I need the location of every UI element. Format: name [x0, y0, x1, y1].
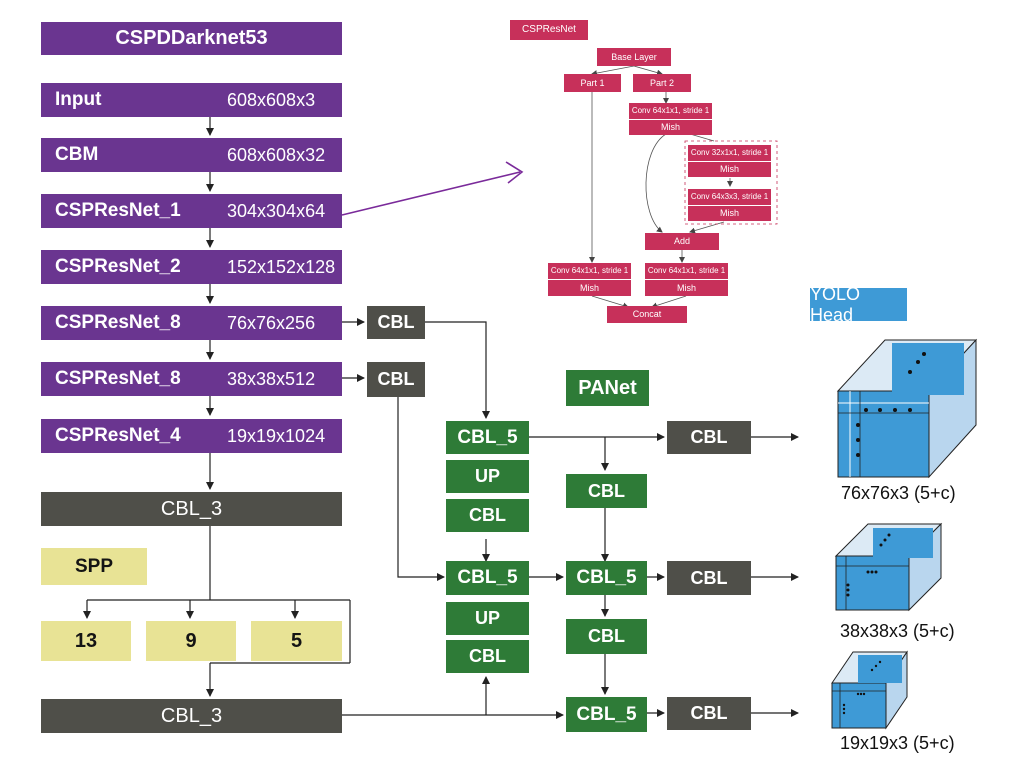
cbl-side-76: CBL	[367, 306, 425, 339]
detail-conv-part2: Conv 64x1x1, stride 1	[645, 263, 728, 279]
cbl-up-2: CBL	[446, 640, 529, 673]
spp-label: SPP	[41, 548, 147, 585]
head-output-76: 76x76x3 (5+c)	[841, 483, 956, 503]
detail-conv-a: Conv 64x1x1, stride 1	[629, 103, 712, 119]
panet-label: PANet	[566, 370, 649, 406]
layer-dim: 76x76x256	[227, 312, 316, 333]
cbl5-bottom: CBL_5	[566, 697, 647, 732]
layer-name: Input	[55, 89, 102, 110]
detail-base-layer: Base Layer	[597, 48, 671, 66]
cbl-down-1: CBL	[566, 474, 647, 508]
upsample-2: UP	[446, 602, 529, 635]
detail-add: Add	[645, 233, 719, 250]
cbl5-mid-left: CBL_5	[446, 561, 529, 595]
backbone-row-cspresnet-8a: CSPResNet_8 76x76x256	[41, 306, 342, 340]
detail-conv-c: Conv 64x3x3, stride 1	[688, 189, 771, 205]
detail-conv-b: Conv 32x1x1, stride 1	[688, 145, 771, 161]
spp-pool-9: 9	[146, 621, 236, 661]
cbl-out-38: CBL	[667, 561, 751, 595]
head-cube-small	[831, 650, 908, 730]
head-cube-medium	[834, 522, 943, 612]
cbl-up-1: CBL	[446, 499, 529, 532]
detail-part1: Part 1	[564, 74, 621, 92]
head-cube-large	[836, 338, 978, 479]
layer-name: CSPResNet_4	[55, 425, 181, 446]
cbl-down-2: CBL	[566, 619, 647, 654]
cbl5-top-left: CBL_5	[446, 421, 529, 454]
head-output-38: 38x38x3 (5+c)	[840, 621, 955, 641]
head-output-19: 19x19x3 (5+c)	[840, 733, 955, 753]
layer-dim: 304x304x64	[227, 200, 326, 221]
backbone-row-cspresnet-2: CSPResNet_2 152x152x128	[41, 250, 342, 284]
detail-conv-part1: Conv 64x1x1, stride 1	[548, 263, 631, 279]
layer-name: CBM	[55, 144, 99, 165]
layer-dim: 38x38x512	[227, 368, 316, 389]
detail-title: CSPResNet	[510, 20, 588, 40]
backbone-row-cbm: CBM 608x608x32	[41, 138, 342, 172]
yolo-head-label: YOLO Head	[810, 284, 907, 325]
backbone-row-input: Input 608x608x3	[41, 83, 342, 117]
backbone-row-cspresnet-4: CSPResNet_4 19x19x1024	[41, 419, 342, 453]
layer-dim: 608x608x3	[227, 89, 316, 110]
cbl5-mid-right: CBL_5	[566, 561, 647, 595]
layer-dim: 608x608x32	[227, 144, 326, 165]
backbone-row-cspresnet-1: CSPResNet_1 304x304x64	[41, 194, 342, 228]
detail-part2: Part 2	[633, 74, 691, 92]
cbl3-bottom: CBL_3	[41, 699, 342, 733]
cbl-side-38: CBL	[367, 362, 425, 397]
detail-concat: Concat	[607, 306, 687, 323]
layer-dim: 152x152x128	[227, 256, 336, 277]
spp-pool-13: 13	[41, 621, 131, 661]
detail-mish-part2: Mish	[645, 280, 728, 296]
layer-name: CSPResNet_8	[55, 368, 181, 389]
detail-mish-c: Mish	[688, 206, 771, 221]
backbone-row-cspresnet-8b: CSPResNet_8 38x38x512	[41, 362, 342, 396]
detail-mish-b: Mish	[688, 162, 771, 177]
detail-mish-part1: Mish	[548, 280, 631, 296]
detail-mish-a: Mish	[629, 120, 712, 135]
layer-name: CSPResNet_8	[55, 312, 181, 333]
cbl3-top: CBL_3	[41, 492, 342, 526]
spp-pool-5: 5	[251, 621, 342, 661]
cbl-out-19: CBL	[667, 697, 751, 730]
cbl-out-76: CBL	[667, 421, 751, 454]
upsample-1: UP	[446, 460, 529, 493]
layer-name: CSPResNet_1	[55, 200, 181, 221]
backbone-title: CSPDDarknet53	[41, 22, 342, 55]
layer-name: CSPResNet_2	[55, 256, 181, 277]
layer-dim: 19x19x1024	[227, 425, 326, 446]
